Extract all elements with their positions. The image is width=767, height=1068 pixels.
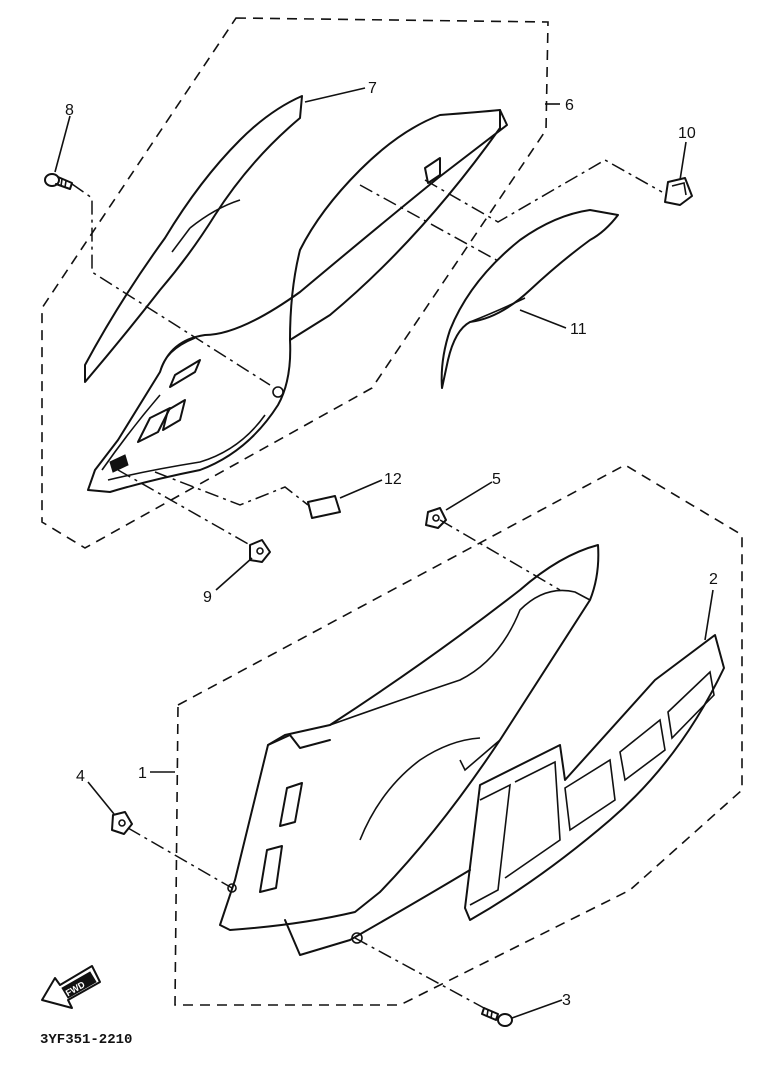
leader-lines <box>54 87 714 1019</box>
lower-group-outline <box>174 464 743 1006</box>
part-labels: 1 2 3 4 5 6 7 8 9 10 11 12 <box>65 80 718 1009</box>
label-part-4: 4 <box>76 768 85 785</box>
label-part-8: 8 <box>65 102 74 119</box>
part-1-lower-side-cover <box>219 544 600 956</box>
part-4-nut <box>111 811 133 835</box>
forward-direction-arrow: FWD <box>41 965 101 1009</box>
part-9-nut <box>249 539 271 563</box>
label-part-10: 10 <box>678 125 696 142</box>
upper-group-outline <box>41 17 549 549</box>
label-part-11: 11 <box>570 321 587 338</box>
label-part-12: 12 <box>384 471 402 488</box>
label-part-9: 9 <box>203 589 212 606</box>
part-7-upper-graphic <box>84 95 303 383</box>
label-part-5: 5 <box>492 471 501 488</box>
part-6-side-cover <box>87 109 508 493</box>
label-part-7: 7 <box>368 80 377 97</box>
part-5-nut <box>425 507 447 529</box>
part-11-side-graphic <box>440 209 619 389</box>
part-10-grommet <box>664 177 693 206</box>
part-8-screw <box>44 173 73 190</box>
assembly-lines <box>71 159 663 1009</box>
label-part-1: 1 <box>138 765 147 782</box>
label-part-6: 6 <box>565 97 574 114</box>
part-3-screw <box>481 1007 513 1027</box>
part-12-damper <box>307 495 341 519</box>
drawing-code: 3YF351-2210 <box>40 1032 132 1048</box>
label-part-2: 2 <box>709 571 718 588</box>
label-part-3: 3 <box>562 992 571 1009</box>
part-2-lower-graphic <box>464 634 725 921</box>
